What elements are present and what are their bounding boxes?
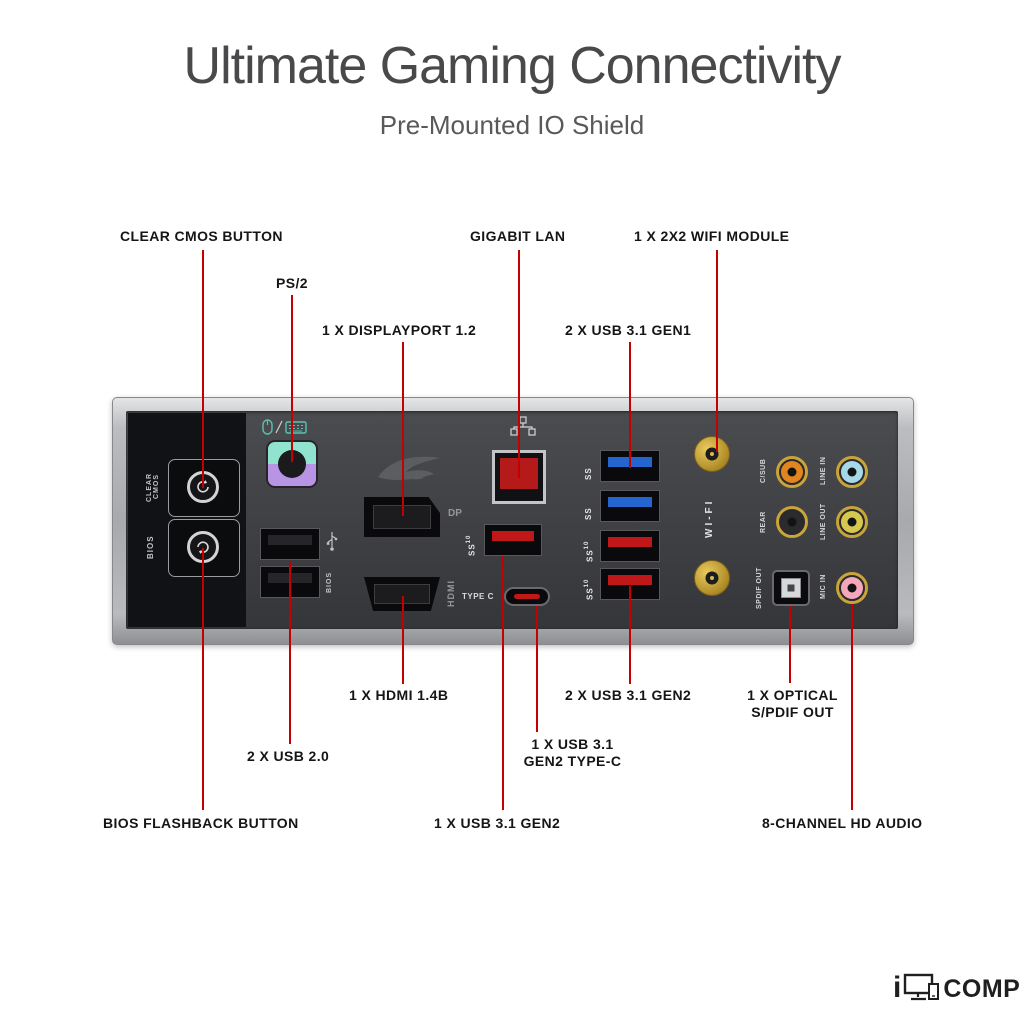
label-displayport: 1 X DISPLAYPORT 1.2 <box>322 322 477 338</box>
ss-icon: SS <box>584 507 593 520</box>
label-optical-line2: S/PDIF OUT <box>751 704 834 720</box>
lan-clip-notch <box>509 491 529 501</box>
usb31-gen2-port <box>484 524 542 556</box>
usb2-tongue <box>268 535 312 545</box>
line-out-jack <box>836 506 868 538</box>
label-bios-flashback: BIOS FLASHBACK BUTTON <box>103 815 299 831</box>
label-usb31-gen2: 1 X USB 3.1 GEN2 <box>434 815 561 831</box>
usb-gen2-tongue <box>608 537 652 547</box>
callout-bios-flashback-line <box>202 548 204 810</box>
usb31-gen2-port-a <box>600 530 660 562</box>
devices-icon <box>904 973 940 1001</box>
callout-hdmi-line <box>402 596 404 684</box>
csub-jack <box>776 456 808 488</box>
clear-cmos-etch-label: CLEAR CMOS <box>146 472 160 502</box>
usb31-gen1-port-2 <box>600 490 660 522</box>
line-in-etch-label: LINE IN <box>820 456 827 486</box>
label-typec-line2: GEN2 TYPE-C <box>523 753 622 769</box>
ss10-icon: SS10 <box>466 534 477 556</box>
callout-gen2-dual-line <box>629 586 631 684</box>
label-ps2: PS/2 <box>276 275 308 291</box>
callout-wifi-line <box>716 250 718 452</box>
csub-etch-label: C/SUB <box>760 458 767 484</box>
callout-displayport-line <box>402 342 404 516</box>
mic-in-jack <box>836 572 868 604</box>
hdmi-port <box>364 577 440 611</box>
logo-prefix: i <box>893 971 902 1004</box>
line-out-etch-label: LINE OUT <box>820 503 827 541</box>
label-hdmi: 1 X HDMI 1.4B <box>349 687 449 703</box>
usb-bios-etch-label: BIOS <box>326 571 333 593</box>
label-clear-cmos: CLEAR CMOS BUTTON <box>120 228 283 244</box>
usb-icon <box>326 532 338 551</box>
rog-eye-logo <box>378 456 440 481</box>
label-hd-audio: 8-CHANNEL HD AUDIO <box>762 815 923 831</box>
icomp-logo: i COMP <box>893 971 1021 1004</box>
callout-ps2-line <box>291 295 293 462</box>
usb-gen2-tongue <box>492 531 534 541</box>
typec-pin <box>514 594 540 599</box>
wifi-etch-label: WI-FI <box>704 498 715 538</box>
callout-typec-line <box>536 606 538 732</box>
page-subtitle: Pre-Mounted IO Shield <box>379 110 645 140</box>
label-typec: 1 X USB 3.1 GEN2 TYPE-C <box>520 736 625 770</box>
label-usb31-gen2-x2: 2 X USB 3.1 GEN2 <box>565 687 692 703</box>
usb-gen1-tongue <box>608 497 652 507</box>
spdif-etch-label: SPDIF OUT <box>756 567 763 609</box>
bios-flashback-button-frame <box>168 519 240 577</box>
ss10-icon: SS10 <box>584 540 595 562</box>
callout-optical-line <box>789 606 791 683</box>
usb2-port-1 <box>260 528 320 560</box>
dp-etch-label: DP <box>448 508 462 519</box>
network-icon <box>510 416 536 436</box>
label-usb20: 2 X USB 2.0 <box>247 748 330 764</box>
line-in-jack <box>836 456 868 488</box>
callout-clear-cmos-line <box>202 250 204 488</box>
mouse-keyboard-icon <box>262 419 307 435</box>
rear-etch-label: REAR <box>760 511 767 533</box>
callout-hd-audio-line <box>851 604 853 810</box>
optical-spdif-port <box>772 570 810 606</box>
callout-usb20-line <box>289 562 291 744</box>
callout-gen1-line <box>629 342 631 468</box>
callout-lan-line <box>518 250 520 478</box>
label-optical: 1 X OPTICAL S/PDIF OUT <box>740 687 845 721</box>
page-title: Ultimate Gaming Connectivity <box>183 37 842 95</box>
label-wifi-module: 1 X 2X2 WIFI MODULE <box>634 228 790 244</box>
label-gigabit-lan: GIGABIT LAN <box>470 228 566 244</box>
callout-gen2-single-line <box>502 556 504 810</box>
usb-gen2-tongue <box>608 575 652 585</box>
label-optical-line1: 1 X OPTICAL <box>747 687 838 703</box>
typec-etch-label: TYPE C <box>462 592 494 601</box>
ss10-icon: SS10 <box>584 578 595 600</box>
ps2-port <box>266 440 318 488</box>
hdmi-etch-label: HDMI <box>446 580 456 608</box>
label-typec-line1: 1 X USB 3.1 <box>531 736 614 752</box>
wifi-antenna-connector-2 <box>694 560 730 596</box>
ss-icon: SS <box>584 467 593 480</box>
usb-typec-port <box>504 587 550 606</box>
bios-etch-label: BIOS <box>146 535 155 559</box>
mic-in-etch-label: MIC IN <box>820 574 827 600</box>
logo-name: COMP <box>943 975 1021 1003</box>
rear-jack <box>776 506 808 538</box>
wifi-antenna-connector-1 <box>694 436 730 472</box>
label-usb31-gen1: 2 X USB 3.1 GEN1 <box>565 322 692 338</box>
usb31-gen2-port-b <box>600 568 660 600</box>
